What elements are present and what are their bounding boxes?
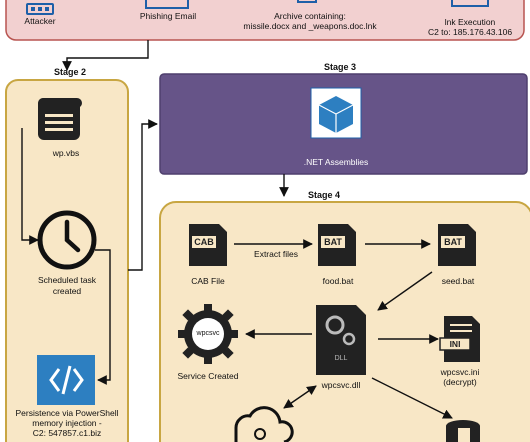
persist-label-2: memory injection - [32,418,102,428]
persist-label-3: C2: 547857.c1.biz [32,428,102,438]
seed-bat-tag: BAT [444,237,462,247]
attacker-icon [26,3,54,15]
arrow-vbs-to-task [21,128,39,245]
food-bat-tag: BAT [324,237,342,247]
cab-file-icon [189,224,227,266]
food-bat-label: food.bat [322,276,354,286]
archive-label-1: Archive containing: [274,11,346,21]
task-label-1: Scheduled task [37,275,97,285]
extract-files-label: Extract files [254,249,298,259]
cab-file-label: CAB File [191,276,225,286]
ini-tag: INI [449,339,461,349]
arrow-dll-to-db [371,377,453,419]
archive-label-2: missile.docx and _weapons.doc.lnk [243,21,377,31]
vbs-label: wp.vbs [52,148,80,158]
lnk-label-2: C2 to: 185.176.43.106 [427,27,513,37]
clock-icon [37,210,97,270]
wpcsvc-icon-text: wpcsvc [196,330,220,337]
stage1-box [5,0,525,41]
lnk-icon [451,0,489,7]
powershell-icon [37,355,95,405]
dll-tag: DLL [334,355,348,362]
arrow-task-to-persist [95,249,111,385]
dll-file-icon [316,305,366,375]
ini-file-icon [439,316,480,362]
seed-bat-label: seed.bat [441,276,475,286]
phishing-email-label: Phishing Email [139,11,197,21]
seed-bat-icon [438,224,476,266]
persist-label-1: Persistence via PowerShell [15,408,119,418]
arrow-seed-to-dll [377,271,433,311]
script-icon [38,98,82,140]
service-gear-icon [178,304,238,364]
arrow-dll-to-cloud [283,385,317,409]
net-assemblies-label: .NET Assemblies [303,157,369,167]
stage4-title: Stage 4 [307,190,340,200]
food-bat-icon [318,224,356,266]
ini-label-2: (decrypt) [443,377,477,387]
arrow-stage2-to-stage3 [128,119,158,271]
cloud-icon [234,406,294,442]
service-created-label: Service Created [177,371,239,381]
lnk-label-1: lnk Execution [444,17,496,27]
stage3-title: Stage 3 [323,62,356,72]
arrow-stage1-to-stage2 [62,40,149,71]
dll-label: wpcsvc.dll [321,380,361,390]
stage2-title: Stage 2 [53,67,86,77]
database-icon [446,420,480,442]
ini-label-1: wpcsvc.ini [440,367,480,377]
archive-icon [297,0,317,3]
email-icon [145,0,189,9]
attacker-label: Attacker [24,16,56,26]
cab-tag: CAB [194,237,214,247]
cube-icon [310,87,362,139]
task-label-2: created [52,286,82,296]
